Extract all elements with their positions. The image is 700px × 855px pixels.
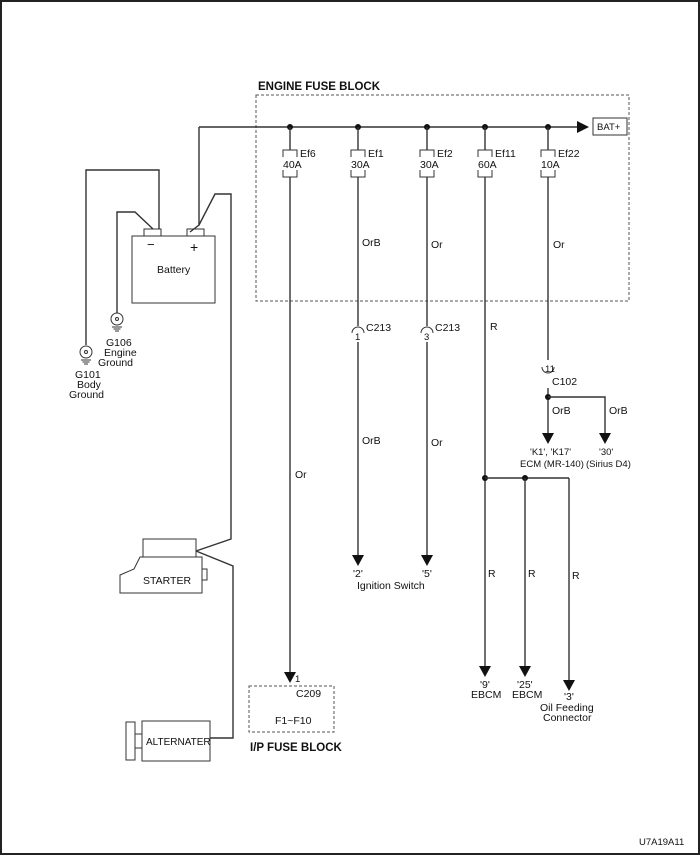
fuse-rating: 30A	[420, 159, 439, 171]
svg-text:G106: G106	[106, 337, 132, 349]
fuse-name: Ef22	[558, 148, 580, 160]
starter-cable	[195, 193, 232, 552]
svg-text:C102: C102	[552, 376, 577, 388]
wire-color-label: R	[488, 568, 496, 580]
svg-text:C213: C213	[435, 322, 460, 334]
wire-color-label: Or	[431, 437, 443, 449]
ground-g101: G101 Body Ground	[69, 345, 104, 401]
ecm-pins: 'K1', 'K17'	[530, 447, 571, 458]
engine-fuse-block-box	[255, 94, 630, 302]
ground-g106: G106 Engine Ground	[98, 312, 137, 369]
sirius-name: (Sirius D4)	[586, 459, 631, 470]
ebcm9-pin: '9'	[480, 679, 490, 691]
figure-id: U7A19A11	[639, 837, 684, 848]
sirius-pin: '30'	[599, 447, 613, 458]
ground-icon	[110, 312, 124, 326]
ecm-name: ECM (MR-140)	[520, 459, 584, 470]
ip-fuse-block-box	[248, 685, 335, 733]
bus-arrow	[577, 121, 589, 133]
wire-color-label: R	[490, 321, 498, 333]
svg-text:G101: G101	[75, 369, 101, 381]
starter-body	[119, 556, 203, 594]
ebcm25-name: EBCM	[512, 689, 542, 701]
fuse-ef1: Ef1 30A OrB 1 C213 OrB	[350, 124, 391, 566]
wire-color-label: Or	[431, 239, 443, 251]
svg-text:Ground: Ground	[98, 357, 133, 369]
wire-color-label: R	[528, 568, 536, 580]
fuse-ef2: Ef2 30A Or 3 C213 Or	[419, 124, 460, 566]
wire-color-label: OrB	[362, 435, 381, 447]
wire-color-label: OrB	[609, 405, 628, 417]
wire-color-label: R	[572, 570, 580, 582]
fuse-name: Ef11	[495, 148, 516, 160]
svg-text:1: 1	[355, 332, 360, 343]
ebcm25-pin: '25'	[517, 679, 533, 691]
alternator-cable	[195, 550, 234, 739]
svg-text:C213: C213	[366, 322, 391, 334]
alternator-label: ALTERNATER	[146, 737, 211, 748]
oil-line2: Connector	[543, 712, 592, 724]
fuse-name: Ef6	[300, 148, 316, 160]
alternator: ALTERNATER	[125, 720, 211, 762]
fuse-rating: 40A	[283, 159, 302, 171]
fuse-name: Ef2	[437, 148, 453, 160]
wire-color-label: OrB	[362, 237, 381, 249]
svg-text:3: 3	[424, 332, 429, 343]
svg-text:Ground: Ground	[69, 389, 104, 401]
connector-c213-pin1	[351, 326, 365, 334]
battery-body	[131, 235, 216, 304]
fuse-rating: 60A	[478, 159, 497, 171]
ignition-switch-label: Ignition Switch	[357, 580, 425, 592]
c209-name: C209	[296, 688, 321, 700]
body-ground-wire	[85, 169, 160, 345]
engine-ground-wire	[116, 211, 154, 313]
battery-pos-terminal	[186, 228, 205, 237]
svg-text:11: 11	[545, 364, 555, 375]
fuse-name: Ef1	[368, 148, 384, 160]
ip-fuse-block-title: I/P FUSE BLOCK	[250, 742, 342, 754]
bat-plus-box	[592, 117, 628, 136]
battery-neg-sign: −	[147, 237, 155, 252]
battery-neg-terminal	[143, 228, 162, 237]
oil-pin: '3'	[564, 691, 574, 703]
battery-label: Battery	[157, 264, 191, 276]
ebcm9-name: EBCM	[471, 689, 501, 701]
fuse-ef11: Ef11 60A R R R R	[477, 124, 580, 691]
wire-color-label: Or	[295, 469, 307, 481]
svg-text:Engine: Engine	[104, 347, 137, 359]
svg-text:Body: Body	[77, 379, 102, 391]
battery: − + Battery	[131, 228, 216, 304]
connector-c102	[541, 366, 555, 374]
battery-pos-sign: +	[190, 239, 198, 255]
wire-color-label: OrB	[552, 405, 571, 417]
connector-c213-pin3	[420, 326, 434, 334]
fuse-ef6: Ef6 40A Or	[282, 124, 316, 683]
c209-pin: 1	[295, 674, 300, 685]
starter-solenoid	[142, 538, 197, 558]
fuse-ef22: Ef22 10A Or 11 C102 OrB OrB	[540, 124, 628, 444]
battery-positive-wire	[189, 127, 200, 233]
fuse-rating: 30A	[351, 159, 370, 171]
wire-color-label: Or	[553, 239, 565, 251]
starter: STARTER	[119, 538, 208, 594]
ignition-pin-2: '2'	[353, 568, 363, 580]
bat-plus-label: BAT+	[597, 122, 621, 133]
starter-label: STARTER	[143, 575, 191, 587]
ip-fuse-range: F1~F10	[275, 715, 312, 727]
ignition-pin-5: '5'	[422, 568, 432, 580]
oil-line1: Oil Feeding	[540, 702, 594, 714]
ground-icon	[79, 345, 93, 359]
fuse-rating: 10A	[541, 159, 560, 171]
engine-fuse-block-title: ENGINE FUSE BLOCK	[258, 81, 381, 93]
